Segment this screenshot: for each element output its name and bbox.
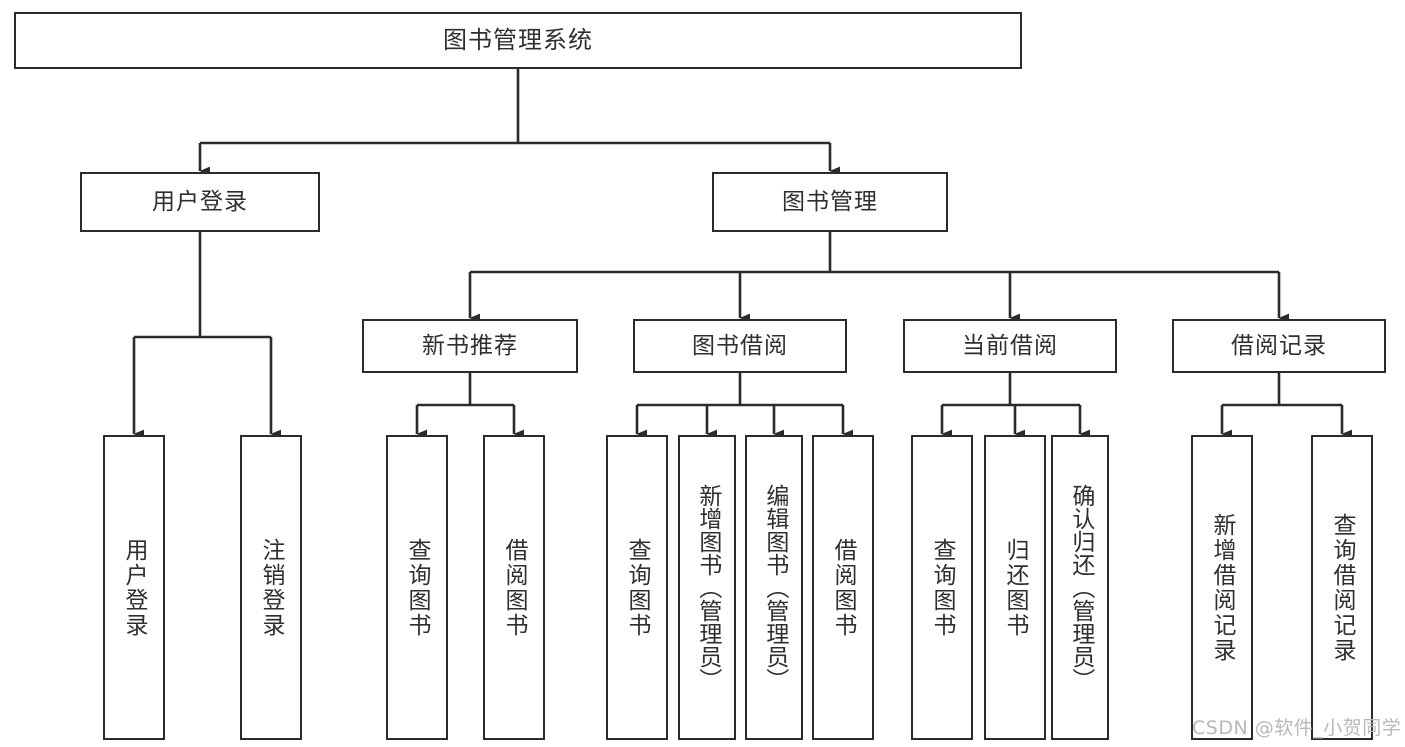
node-label: 查询图书 (624, 537, 651, 638)
node-leaf-edit-book[interactable]: 编辑图书（管理员） (745, 435, 803, 740)
node-leaf-return-book[interactable]: 归还图书 (984, 435, 1046, 740)
node-leaf-user-login[interactable]: 用户登录 (103, 435, 165, 740)
node-label: 确认归还（管理员） (1067, 484, 1094, 691)
node-label: 图书管理系统 (443, 25, 593, 54)
node-book-manage[interactable]: 图书管理 (712, 172, 948, 232)
node-label: 查询图书 (404, 537, 431, 638)
node-label: 查询图书 (929, 537, 956, 638)
node-leaf-user-logout[interactable]: 注销登录 (240, 435, 302, 740)
node-label: 借阅记录 (1231, 332, 1327, 359)
node-label: 新书推荐 (422, 332, 518, 359)
node-label: 查询借阅记录 (1329, 512, 1356, 663)
node-leaf-borrow-book-2[interactable]: 借阅图书 (812, 435, 874, 740)
node-label: 图书管理 (782, 188, 878, 215)
node-leaf-confirm-return[interactable]: 确认归还（管理员） (1051, 435, 1109, 740)
node-label: 新增图书（管理员） (694, 484, 721, 691)
node-current-borrow[interactable]: 当前借阅 (903, 319, 1117, 373)
node-label: 归还图书 (1002, 537, 1029, 638)
node-root[interactable]: 图书管理系统 (14, 12, 1022, 69)
node-leaf-query-book-3[interactable]: 查询图书 (911, 435, 973, 740)
node-leaf-add-record[interactable]: 新增借阅记录 (1191, 435, 1253, 740)
node-leaf-add-book[interactable]: 新增图书（管理员） (678, 435, 736, 740)
node-leaf-query-book-2[interactable]: 查询图书 (606, 435, 668, 740)
node-label: 借阅图书 (501, 537, 528, 638)
node-label: 当前借阅 (962, 332, 1058, 359)
node-book-borrow[interactable]: 图书借阅 (633, 319, 847, 373)
node-leaf-borrow-book-1[interactable]: 借阅图书 (483, 435, 545, 740)
node-leaf-query-book-1[interactable]: 查询图书 (386, 435, 448, 740)
node-leaf-query-record[interactable]: 查询借阅记录 (1311, 435, 1373, 740)
node-borrow-record[interactable]: 借阅记录 (1172, 319, 1386, 373)
node-label: 编辑图书（管理员） (761, 484, 788, 691)
node-label: 图书借阅 (692, 332, 788, 359)
node-label: 用户登录 (152, 188, 248, 215)
node-label: 注销登录 (258, 537, 285, 638)
node-label: 用户登录 (121, 537, 148, 638)
csdn-watermark: CSDN @软件_小贺同学 (1192, 717, 1402, 739)
node-user-login[interactable]: 用户登录 (80, 172, 320, 232)
node-label: 借阅图书 (830, 537, 857, 638)
node-label: 新增借阅记录 (1209, 512, 1236, 663)
node-new-book-recommend[interactable]: 新书推荐 (362, 319, 578, 373)
